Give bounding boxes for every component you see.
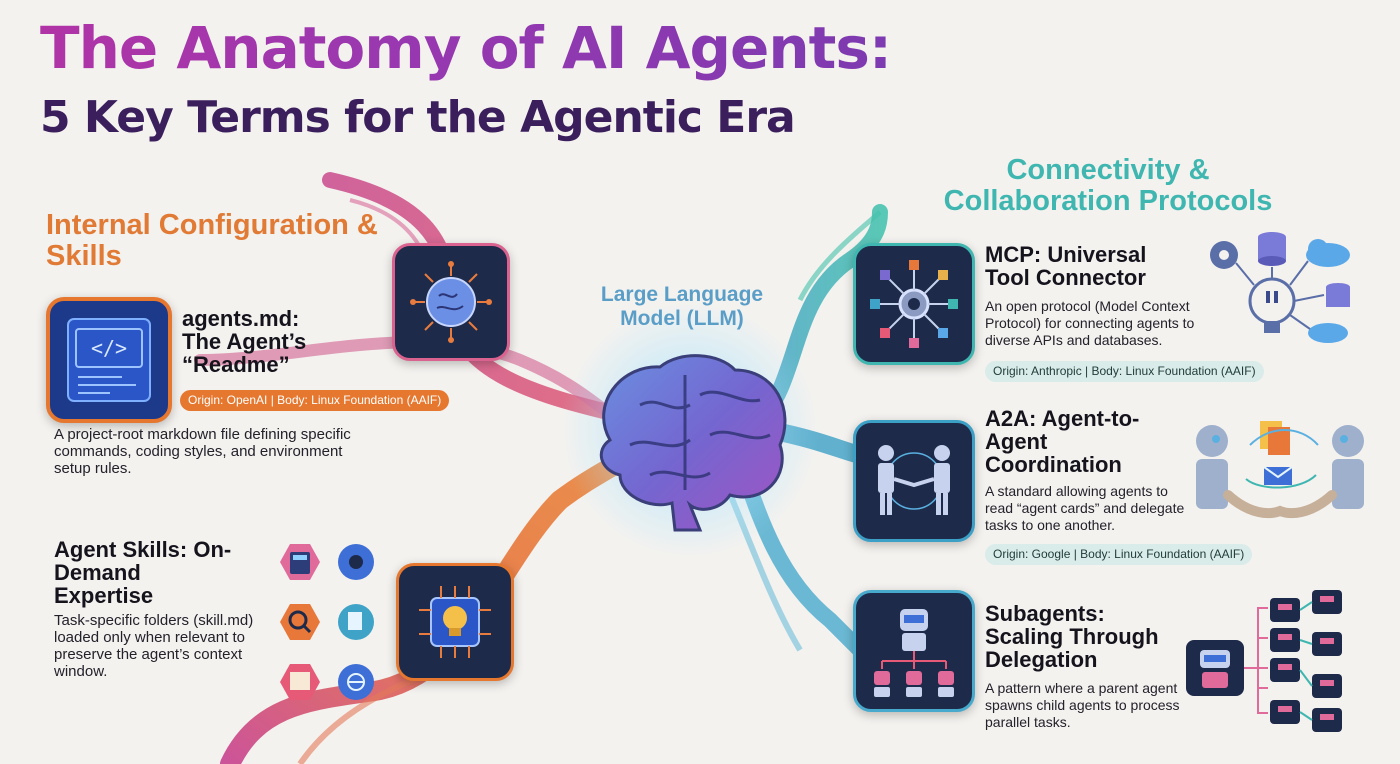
svg-text:</>: </> — [91, 336, 127, 360]
gear-icon — [1210, 241, 1238, 269]
cloud-icon — [1306, 239, 1350, 267]
brain-chip-icon — [410, 261, 492, 343]
llm-label: Large Language Model (LLM) — [600, 283, 764, 330]
a2a-heading: A2A: Agent-to-Agent Coordination — [985, 406, 1140, 477]
magnifier-icon — [280, 604, 320, 640]
agent-skills-description: Task-specific folders (skill.md) loaded … — [54, 612, 254, 680]
lightbulb-chip-tile — [396, 563, 514, 681]
page-title: The Anatomy of AI Agents: — [40, 14, 892, 82]
subagents-illustration — [1186, 590, 1342, 732]
a2a-illustration — [1196, 421, 1364, 518]
mcp-heading: MCP: Universal Tool Connector — [985, 242, 1147, 290]
subagents-heading: Subagents: Scaling Through Delegation — [985, 601, 1159, 672]
plug-hub-icon — [870, 260, 958, 348]
robot-icon — [874, 609, 954, 697]
agents-md-tile: </> — [46, 297, 172, 423]
brain-chip-tile — [392, 243, 510, 361]
a2a-origin-badge: Origin: Google | Body: Linux Foundation … — [985, 544, 1253, 565]
subagents-tile — [853, 590, 975, 712]
mcp-illustration — [1210, 232, 1350, 343]
mcp-description: An open protocol (Model Context Protocol… — [985, 298, 1195, 348]
agent-skills-heading: Agent Skills: On-Demand Expertise — [54, 537, 232, 608]
page-subtitle: 5 Key Terms for the Agentic Era — [40, 92, 796, 143]
subagents-description: A pattern where a parent agent spawns ch… — [985, 680, 1180, 730]
skills-icon-cluster — [280, 544, 374, 700]
a2a-description: A standard allowing agents to read “agen… — [985, 483, 1185, 533]
mcp-tile — [853, 243, 975, 365]
code-file-icon: </> — [67, 318, 151, 402]
document-icon — [1260, 421, 1290, 455]
robot-handshake-icon — [878, 445, 950, 515]
lightbulb-plug-icon — [1248, 277, 1296, 333]
cloud-icon — [1308, 323, 1348, 343]
agents-md-heading: agents.md: The Agent’s “Readme” — [182, 306, 307, 377]
robot-icon — [1196, 425, 1364, 509]
database-icon — [1258, 232, 1286, 266]
globe-gear-icon — [338, 664, 374, 700]
database-icon — [1326, 283, 1350, 307]
gear-icon — [338, 544, 374, 580]
a2a-tile — [853, 420, 975, 542]
section-internal-configuration: Internal Configuration & Skills — [46, 209, 378, 272]
agents-md-origin-badge: Origin: OpenAI | Body: Linux Foundation … — [180, 390, 450, 411]
section-connectivity-protocols: Connectivity & Collaboration Protocols — [943, 154, 1273, 217]
brain-icon — [599, 354, 787, 532]
agents-md-description: A project-root markdown file defining sp… — [54, 426, 351, 477]
robot-icon — [1186, 640, 1244, 696]
document-gear-icon — [338, 604, 374, 640]
envelope-icon — [1263, 466, 1293, 485]
calculator-icon — [280, 544, 320, 580]
mcp-origin-badge: Origin: Anthropic | Body: Linux Foundati… — [985, 361, 1264, 382]
lightbulb-chip-icon — [419, 586, 491, 658]
chart-doc-icon — [280, 664, 320, 700]
